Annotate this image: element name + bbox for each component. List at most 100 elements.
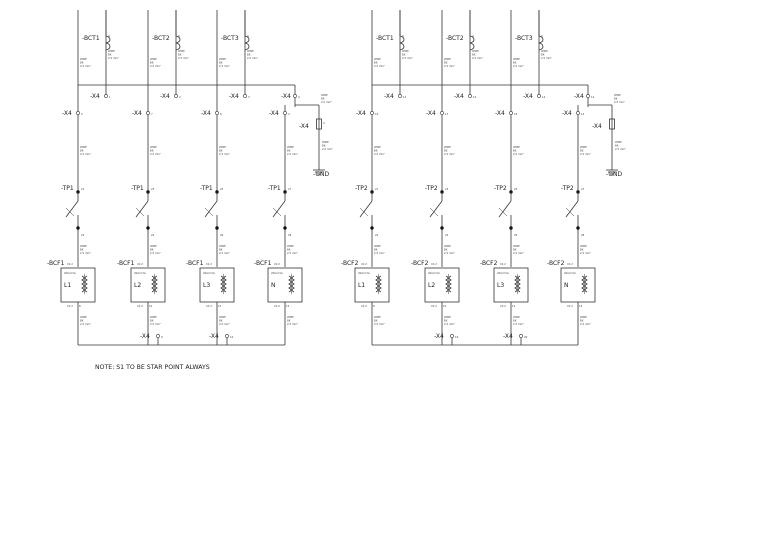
- wire-tag-text: BK: [615, 143, 619, 147]
- relay-low-number-2: 10: [149, 304, 153, 308]
- relay-coil: [514, 275, 518, 293]
- switch-bottom-dot: [146, 226, 150, 230]
- wire-tag-text: BK: [580, 247, 584, 251]
- wire-tag-text: WIRE: [444, 244, 451, 248]
- tp-top-number-4: 27: [288, 187, 292, 191]
- branch-x4-number-4: 14: [581, 112, 585, 116]
- relay-port-text: 20A/4 VA: [271, 271, 283, 275]
- bottom-x4-terminal: [450, 334, 454, 338]
- branch-x4-label-4: -X4: [562, 110, 572, 117]
- relay-box: [424, 267, 460, 303]
- relay-coil: [220, 275, 224, 293]
- wire-tag-text: WIRE: [614, 93, 621, 97]
- wire-tag-text: 2.5 mm²: [150, 322, 161, 326]
- bcf-port-3: X1:2: [206, 262, 212, 266]
- bcf-label-3: -BCF2: [480, 260, 498, 267]
- wire-tag-text: 2.5 mm²: [444, 251, 455, 255]
- switch-bottom-dot: [576, 226, 580, 230]
- wire-tag-text: WIRE: [80, 145, 87, 149]
- switch-operator: [272, 207, 282, 217]
- ct-winding: [399, 35, 405, 51]
- wire-tag-text: WIRE: [80, 315, 87, 319]
- x4-ct-terminal: [537, 94, 541, 98]
- wiring-layer: [77, 10, 613, 346]
- wire-tag-text: BK: [219, 247, 223, 251]
- wire-tag-text: 2.5 mm²: [580, 152, 591, 156]
- branch-x4-number-1: 5: [81, 112, 83, 116]
- tp-bottom-number-4: 28: [581, 233, 585, 237]
- tp-top-number-2: 23: [445, 187, 449, 191]
- ct-label-2: -BCT2: [152, 35, 170, 42]
- wire-tag-text: WIRE: [108, 49, 115, 53]
- branch-x4-terminal: [215, 111, 219, 115]
- relay-coil: [81, 275, 85, 293]
- wire-tag-text: BK: [402, 52, 406, 56]
- wire-tag-text: 2.5 mm²: [513, 64, 524, 68]
- ct-coil-2: [175, 35, 181, 51]
- relay-low-port-3: X1:2: [500, 304, 506, 308]
- wire-tag-text: WIRE: [444, 315, 451, 319]
- relay-box: [354, 267, 390, 303]
- bottom-x4-terminal: [519, 334, 523, 338]
- wire-tag-text: 2.5 mm²: [219, 251, 230, 255]
- tp-top-number-2: 23: [151, 187, 155, 191]
- wire-tag-text: 2.5 mm²: [219, 322, 230, 326]
- relay-port-text: 20A/4 VA: [203, 271, 215, 275]
- wire-tag-text: BK: [219, 60, 223, 64]
- wire-tag-text: 2.5 mm²: [580, 322, 591, 326]
- relay-low-number-4: 14: [579, 304, 583, 308]
- wire-tag-text: 2.5 mm²: [513, 152, 524, 156]
- tp-bottom-number-1: 22: [375, 233, 379, 237]
- wire-tag-text: WIRE: [287, 315, 294, 319]
- wire-tag-text: WIRE: [247, 49, 254, 53]
- wire-tag-text: 2.5 mm²: [472, 56, 483, 60]
- wire-tag-text: WIRE: [374, 57, 381, 61]
- wire-tag-text: 2.5 mm²: [150, 251, 161, 255]
- wire-tag-text: 2.5 mm²: [444, 322, 455, 326]
- test-switch-2: [429, 190, 444, 230]
- ct-label-1: -BCT1: [82, 35, 100, 42]
- switch-blade: [65, 200, 79, 218]
- bottom-x4-terminal: [156, 334, 160, 338]
- x4-ct-terminal: [243, 94, 247, 98]
- relay-low-number-1: 8: [79, 304, 81, 308]
- wire-tag-text: BK: [614, 96, 618, 100]
- gnd-x4-label: -X4: [574, 93, 584, 100]
- switch-blade: [272, 200, 286, 218]
- branch-x4-label-2: -X4: [132, 110, 142, 117]
- wire-tag-text: BK: [247, 52, 251, 56]
- relay-low-number-3: 12: [218, 304, 222, 308]
- relay-low-port-1: X1:2: [361, 304, 367, 308]
- wire-tag-text: 2.5 mm²: [178, 56, 189, 60]
- wire-tag-text: WIRE: [513, 145, 520, 149]
- switch-blade: [359, 200, 373, 218]
- wire-tag-text: 2.5 mm²: [615, 147, 626, 151]
- wire-tag-text: BK: [321, 96, 325, 100]
- test-switch-1: [359, 190, 374, 230]
- branch-x4-label-3: -X4: [201, 110, 211, 117]
- wire-tag-text: BK: [580, 148, 584, 152]
- wire-tag-text: BK: [287, 318, 291, 322]
- tp-label-2: -TP2: [425, 185, 438, 192]
- relay-coil: [581, 275, 585, 293]
- wire-tag-text: BK: [108, 52, 112, 56]
- wire-tag-text: BK: [287, 247, 291, 251]
- wire-tag-text: WIRE: [80, 57, 87, 61]
- relay-box: [60, 267, 96, 303]
- wire-tag-text: 2.5 mm²: [108, 56, 119, 60]
- relay-low-number-4: 14: [286, 304, 290, 308]
- wire-tag-text: 2.5 mm²: [444, 152, 455, 156]
- wire-tag-text: BK: [444, 318, 448, 322]
- tp-bottom-number-3: 26: [220, 233, 224, 237]
- switch-bottom-dot: [440, 226, 444, 230]
- wire-tag-text: WIRE: [219, 57, 226, 61]
